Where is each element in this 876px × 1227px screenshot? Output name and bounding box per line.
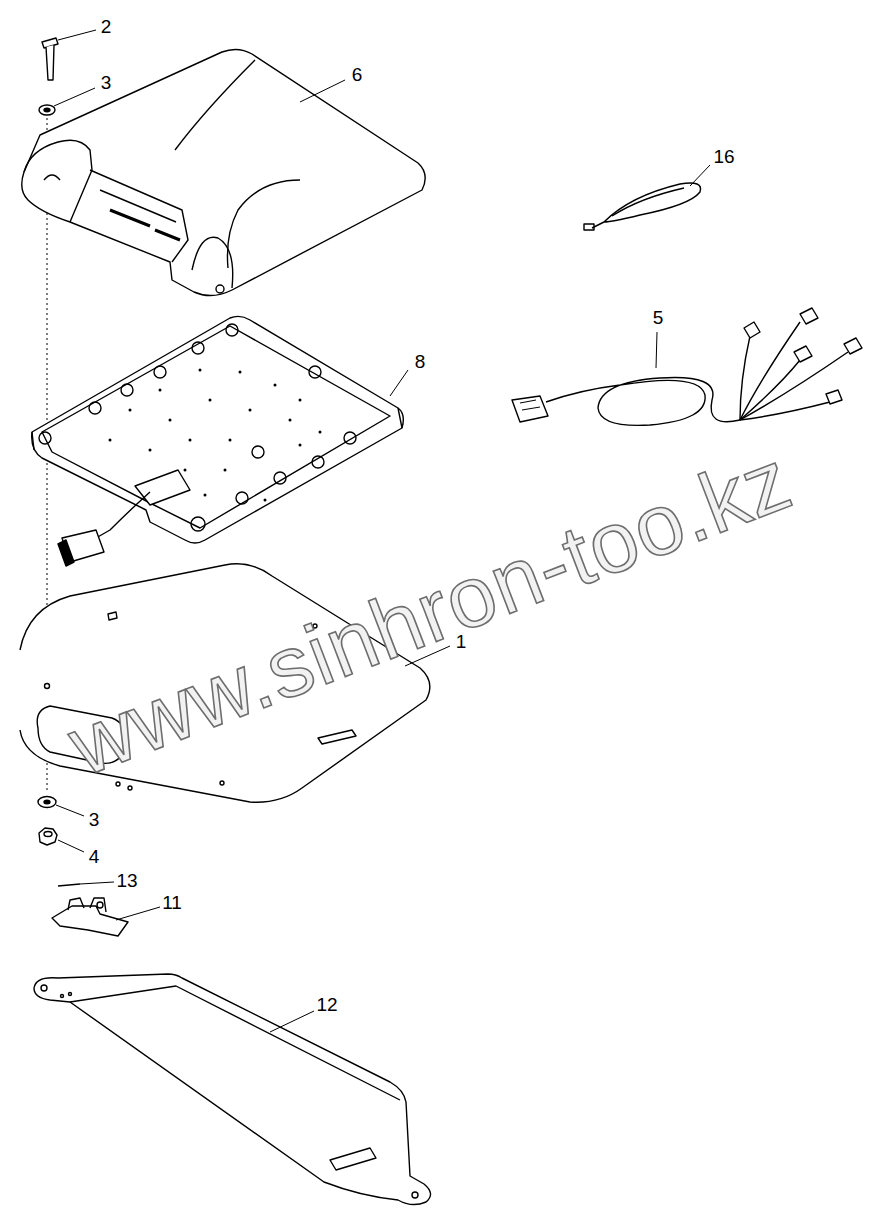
callout-number: 13: [114, 871, 139, 892]
callout-number: 3: [87, 810, 102, 831]
cable-strap: [584, 183, 701, 230]
washer: [38, 797, 56, 808]
callout-number: 12: [314, 995, 339, 1016]
bolt: [42, 38, 58, 80]
callout-number: 2: [99, 17, 114, 38]
callout-number: 4: [87, 847, 102, 868]
housing-cover: [22, 49, 425, 295]
callout-number: 3: [99, 73, 114, 94]
callout-number: 6: [350, 65, 365, 86]
callout-number: 1: [454, 632, 469, 653]
callout-number: 8: [413, 352, 428, 373]
callout-number: 5: [651, 308, 666, 329]
latch: [52, 898, 128, 936]
pin: [58, 884, 80, 886]
nut: [39, 828, 57, 845]
callout-number: 16: [711, 147, 736, 168]
callout-number: 11: [160, 893, 184, 914]
mounting-bracket: [34, 974, 431, 1205]
washer: [39, 105, 55, 115]
base-plate: [32, 316, 404, 566]
wiring-harness: [512, 308, 862, 425]
watermark: www.sinhron-too.kz: [58, 435, 802, 789]
